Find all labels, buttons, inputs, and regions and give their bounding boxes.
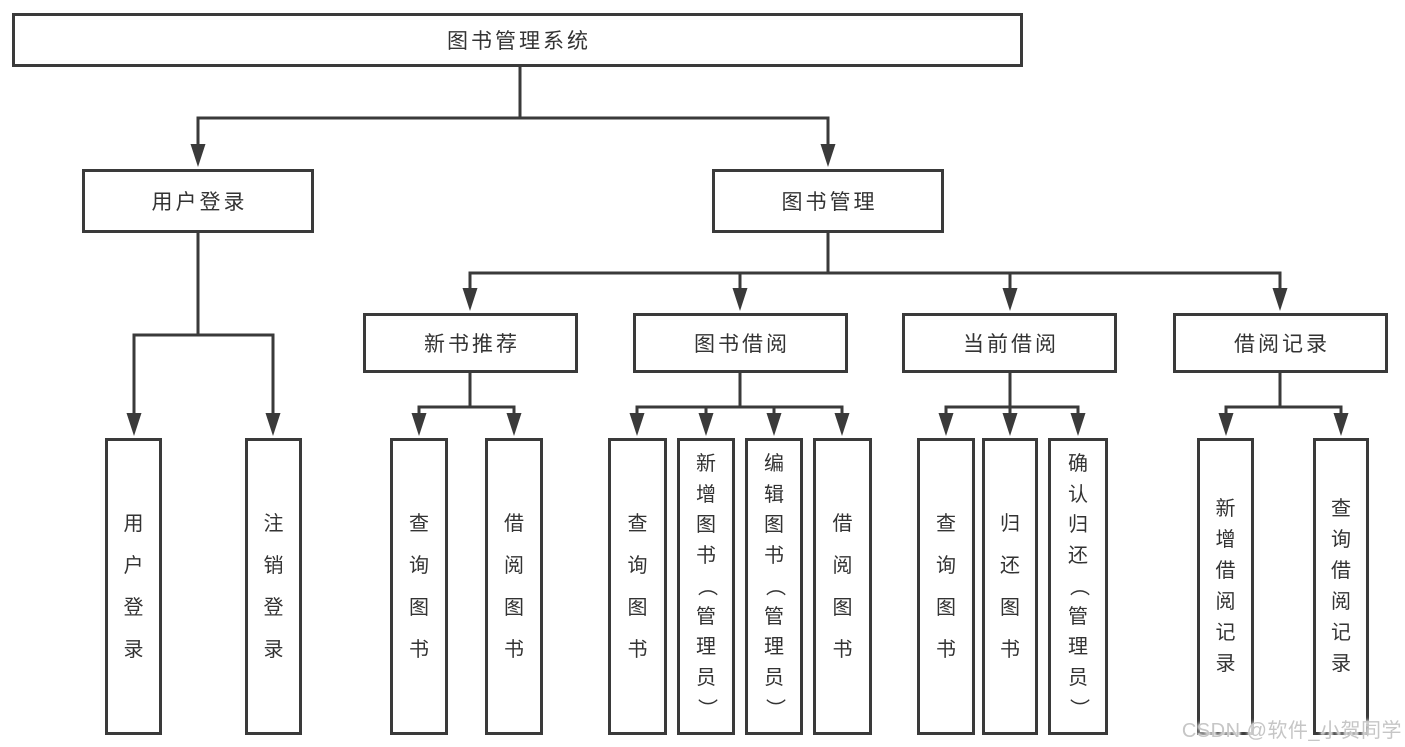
node-label: 用户登录 xyxy=(151,191,248,214)
leaf-borrowing-borrow-books: 借阅图书 xyxy=(813,438,872,735)
leaf-current-query-books: 查询图书 xyxy=(917,438,975,735)
leaf-borrowing-add-books-admin: 新增图书（管理员） xyxy=(677,438,735,735)
leaf-label: 查询图书 xyxy=(627,512,648,661)
node-label: 图书管理系统 xyxy=(447,30,591,53)
leaf-records-add-record: 新增借阅记录 xyxy=(1197,438,1254,735)
node-book-management: 图书管理 xyxy=(712,169,944,233)
leaf-label: 归还图书 xyxy=(1000,512,1020,661)
leaf-current-confirm-return-admin: 确认归还（管理员） xyxy=(1048,438,1108,735)
leaf-label: 借阅图书 xyxy=(832,512,853,661)
node-borrowing-records: 借阅记录 xyxy=(1173,313,1388,373)
leaf-label: 注销登录 xyxy=(263,512,284,661)
node-book-borrowing: 图书借阅 xyxy=(633,313,848,373)
csdn-watermark: CSDN @软件_小贺同学 xyxy=(1181,720,1402,742)
leaf-borrowing-query-books: 查询图书 xyxy=(608,438,667,735)
leaf-label: 查询图书 xyxy=(936,512,956,661)
leaf-label: 借阅图书 xyxy=(504,512,524,661)
node-label: 当前借阅 xyxy=(963,333,1059,356)
leaf-current-return-books: 归还图书 xyxy=(982,438,1038,735)
leaf-recommend-query-books: 查询图书 xyxy=(390,438,448,735)
leaf-logout: 注销登录 xyxy=(245,438,302,735)
leaf-label: 确认归还（管理员） xyxy=(1067,453,1090,719)
node-user-login: 用户登录 xyxy=(82,169,314,233)
node-label: 借阅记录 xyxy=(1234,333,1330,356)
leaf-label: 查询图书 xyxy=(409,512,429,661)
leaf-label: 用户登录 xyxy=(123,512,144,661)
leaf-label: 编辑图书（管理员） xyxy=(763,453,786,719)
node-current-borrowing: 当前借阅 xyxy=(902,313,1117,373)
leaf-label: 新增图书（管理员） xyxy=(695,453,718,719)
node-label: 图书管理 xyxy=(781,191,878,214)
leaf-label: 查询借阅记录 xyxy=(1331,497,1351,675)
leaf-label: 新增借阅记录 xyxy=(1215,497,1236,675)
node-book-management-system: 图书管理系统 xyxy=(12,13,1023,67)
leaf-borrowing-edit-books-admin: 编辑图书（管理员） xyxy=(745,438,803,735)
leaf-recommend-borrow-books: 借阅图书 xyxy=(485,438,543,735)
node-label: 新书推荐 xyxy=(424,333,520,356)
node-label: 图书借阅 xyxy=(694,333,790,356)
leaf-records-query-record: 查询借阅记录 xyxy=(1313,438,1369,735)
leaf-user-login: 用户登录 xyxy=(105,438,162,735)
node-new-book-recommend: 新书推荐 xyxy=(363,313,578,373)
